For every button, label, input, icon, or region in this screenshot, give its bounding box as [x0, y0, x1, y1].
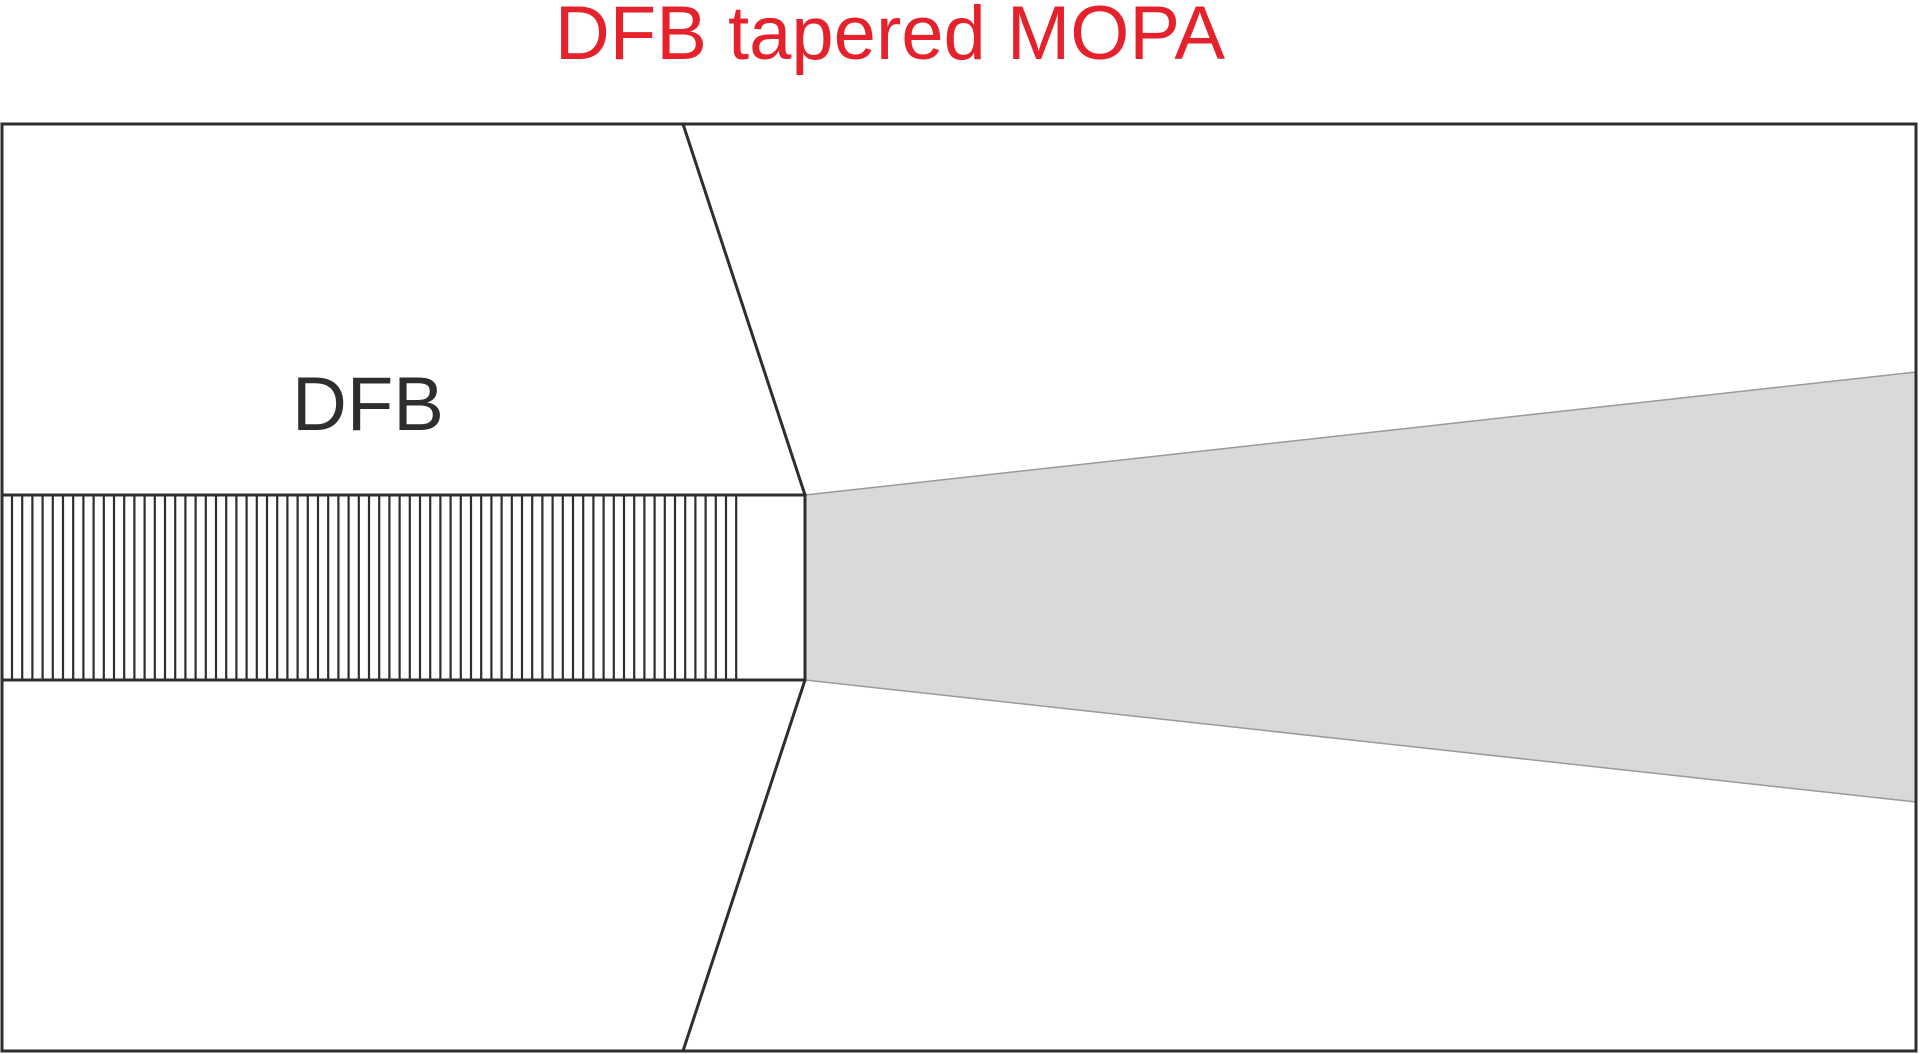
diagram-title: DFB tapered MOPA — [554, 0, 1226, 76]
dfb-label: DFB — [292, 362, 444, 447]
chip-outline — [0, 122, 1918, 1053]
tapered-amplifier-region — [804, 371, 1917, 803]
section-boundary-upper — [681, 123, 807, 496]
section-boundary-lower — [681, 679, 807, 1052]
dfb-grating — [10, 495, 738, 680]
